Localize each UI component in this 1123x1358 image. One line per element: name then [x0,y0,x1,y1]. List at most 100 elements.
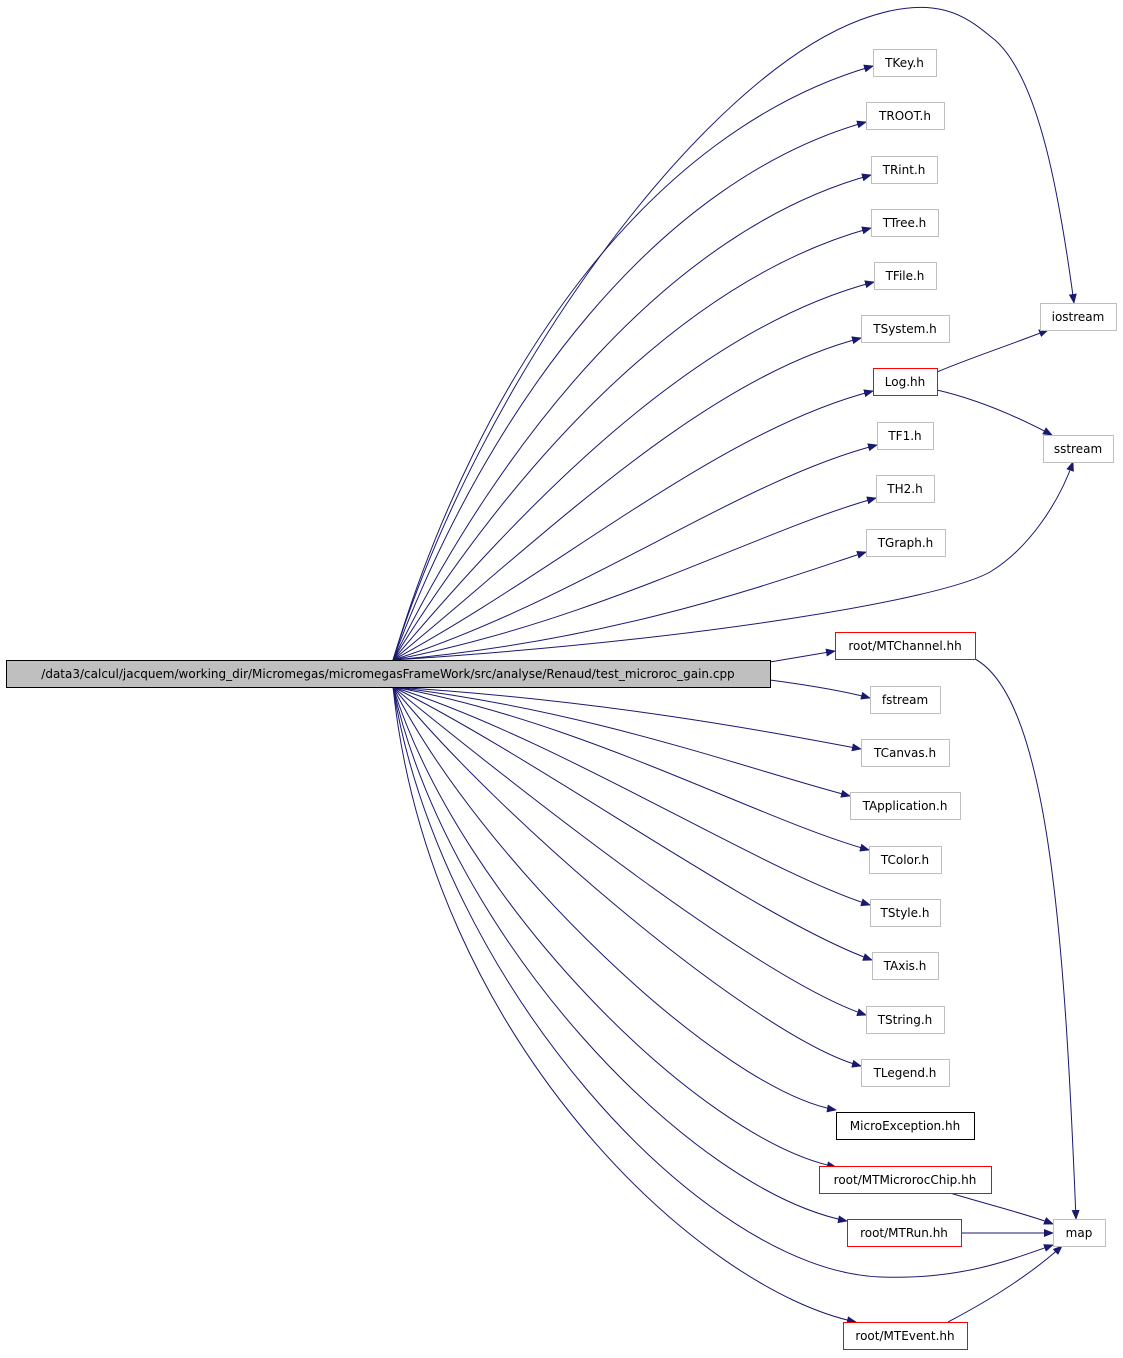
node-box [835,632,976,660]
node-mtevent[interactable]: root/MTEvent.hh [843,1322,968,1350]
edge-root-to-log [392,389,874,661]
edges-layer [392,6,1080,1325]
node-tstyle[interactable]: TStyle.h [870,899,941,927]
node-label: TROOT.h [878,109,931,123]
node-microexc[interactable]: MicroException.hh [836,1112,975,1140]
node-label: TGraph.h [877,536,934,550]
edge-root-to-troot [392,120,867,661]
node-label: MicroException.hh [850,1119,960,1133]
edge-mtchannel-to-map [974,658,1080,1220]
node-tapp[interactable]: TApplication.h [850,792,961,820]
node-box [876,475,935,503]
edge-root-to-tlegend [392,686,862,1068]
node-ttree[interactable]: TTree.h [871,209,939,237]
edge-root-to-mtchannel [769,648,836,663]
node-tlegend[interactable]: TLegend.h [861,1059,950,1087]
node-box [1043,435,1114,463]
node-tsystem[interactable]: TSystem.h [861,315,950,343]
node-fstream[interactable]: fstream [870,686,941,714]
node-box [836,1112,975,1140]
node-mtrun[interactable]: root/MTRun.hh [847,1219,962,1247]
node-tgraph[interactable]: TGraph.h [866,529,946,557]
node-box [874,262,937,290]
node-box [1053,1219,1106,1247]
edge-root-to-tfile [392,280,875,661]
node-tfile[interactable]: TFile.h [874,262,937,290]
node-box [869,846,942,874]
node-root: /data3/calcul/jacquem/working_dir/Microm… [6,660,771,688]
edge-root-to-tcanvas [392,686,862,752]
edge-root-to-fstream [769,679,871,700]
edge-root-to-tcolor [392,686,870,852]
edge-root-to-map [392,686,1054,1278]
node-box [872,952,939,980]
node-box [871,209,939,237]
node-label: TF1.h [887,429,921,443]
nodes-layer: /data3/calcul/jacquem/working_dir/Microm… [6,49,1117,1350]
node-box [870,686,941,714]
node-tstring[interactable]: TString.h [866,1006,945,1034]
node-th2[interactable]: TH2.h [876,475,935,503]
node-box [877,422,934,450]
node-box [819,1166,992,1194]
node-label: TString.h [877,1013,933,1027]
edge-root-to-sstream [392,461,1074,661]
node-mtchip[interactable]: root/MTMicrorocChip.hh [819,1166,992,1194]
node-label: TSystem.h [872,322,937,336]
node-label: iostream [1052,310,1105,324]
edge-root-to-tgraph [392,550,867,661]
node-trint[interactable]: TRint.h [871,156,938,184]
node-label: TLegend.h [873,1066,937,1080]
node-tkey[interactable]: TKey.h [873,49,937,77]
node-sstream[interactable]: sstream [1043,435,1114,463]
node-log[interactable]: Log.hh [873,368,938,396]
edge-log-to-sstream [936,389,1053,436]
node-label: root/MTMicrorocChip.hh [834,1173,977,1187]
edge-root-to-trint [392,173,872,661]
node-box [866,102,945,130]
node-iostream[interactable]: iostream [1040,303,1117,331]
edge-root-to-taxis [392,686,873,961]
node-taxis[interactable]: TAxis.h [872,952,939,980]
node-box [871,156,938,184]
node-label: map [1066,1226,1093,1240]
node-label: fstream [882,693,928,707]
edge-log-to-iostream [936,329,1049,373]
edge-mtchip-to-map [949,1192,1054,1225]
node-tf1[interactable]: TF1.h [877,422,934,450]
node-label: TAxis.h [883,959,927,973]
node-box [850,792,961,820]
node-box [873,368,938,396]
node-label: TRint.h [882,163,926,177]
node-label: TKey.h [884,56,924,70]
node-label: Log.hh [885,375,925,389]
node-box [873,49,937,77]
edge-root-to-tsystem [392,336,862,661]
node-label: /data3/calcul/jacquem/working_dir/Microm… [41,667,734,681]
node-label: TFile.h [885,269,925,283]
node-label: root/MTChannel.hh [848,639,961,653]
node-mtchannel[interactable]: root/MTChannel.hh [835,632,976,660]
node-label: TTree.h [882,216,927,230]
node-label: sstream [1054,442,1102,456]
node-label: root/MTEvent.hh [855,1329,954,1343]
node-troot[interactable]: TROOT.h [866,102,945,130]
node-box [847,1219,962,1247]
edge-root-to-ttree [392,226,872,661]
node-box [6,660,771,688]
edge-root-to-tf1 [392,443,878,661]
edge-root-to-tkey [392,64,874,661]
node-label: root/MTRun.hh [860,1226,948,1240]
edge-root-to-iostream [392,6,1077,661]
node-box [866,529,946,557]
node-tcolor[interactable]: TColor.h [869,846,942,874]
edge-root-to-tstyle [392,686,871,907]
node-label: TCanvas.h [873,746,936,760]
node-tcanvas[interactable]: TCanvas.h [861,739,950,767]
edge-root-to-th2 [392,496,877,661]
edge-root-to-mtchip [392,686,837,1170]
edge-root-to-tapp [392,686,851,798]
node-map[interactable]: map [1053,1219,1106,1247]
edge-root-to-mtevent [392,686,857,1325]
